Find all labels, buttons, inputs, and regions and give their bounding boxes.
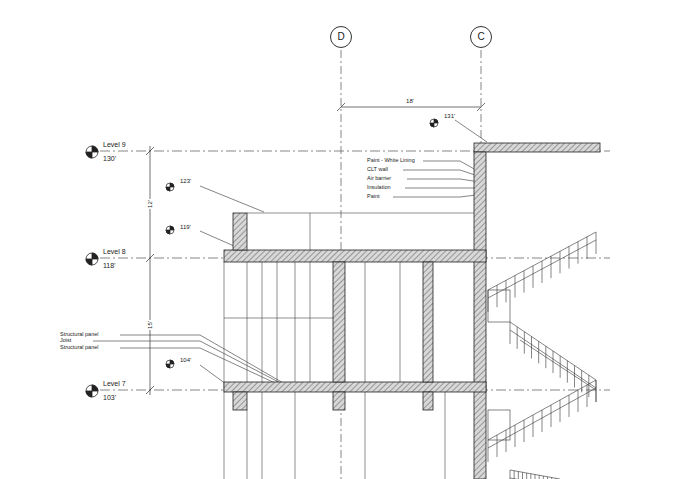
layer-note: Joist (60, 338, 71, 344)
dimension: 15' (147, 320, 153, 330)
level-name: Level 7 (103, 380, 126, 387)
layer-note: Air barrier (367, 176, 391, 182)
level-elevation: 130' (103, 155, 116, 162)
layer-note: Structural panel (60, 345, 99, 351)
spot-elevation-value: 123' (180, 178, 191, 184)
stair (488, 232, 596, 479)
layer-note: CLT wall (367, 167, 388, 173)
structure (224, 143, 600, 479)
level-line (100, 151, 610, 390)
grid-label: D (337, 32, 344, 42)
grid-bubble: C (470, 26, 492, 48)
leader-line (93, 120, 487, 390)
spot-elevation-value: 119' (180, 224, 191, 230)
dimension: 12' (147, 199, 153, 209)
layer-note: Insulation (367, 185, 391, 191)
layer-note: Paint (367, 194, 380, 200)
level-elevation: 118' (103, 262, 116, 269)
grid-label: C (477, 32, 484, 42)
layer-note: Paint - White Lining (367, 158, 415, 164)
level-elevation: 103' (103, 394, 116, 401)
level-name: Level 8 (103, 248, 126, 255)
spot-elevation-value: 131' (444, 113, 455, 119)
dimension-line (146, 103, 485, 395)
level-name: Level 9 (103, 141, 126, 148)
grid-line (341, 50, 481, 479)
spot-elevation-value: 104' (180, 357, 191, 363)
spot-elevation (166, 119, 438, 368)
level-symbol (86, 146, 98, 397)
grid-bubble: D (330, 26, 352, 48)
layer-note: Structural panel (60, 332, 99, 338)
dimension: 18' (405, 98, 415, 104)
